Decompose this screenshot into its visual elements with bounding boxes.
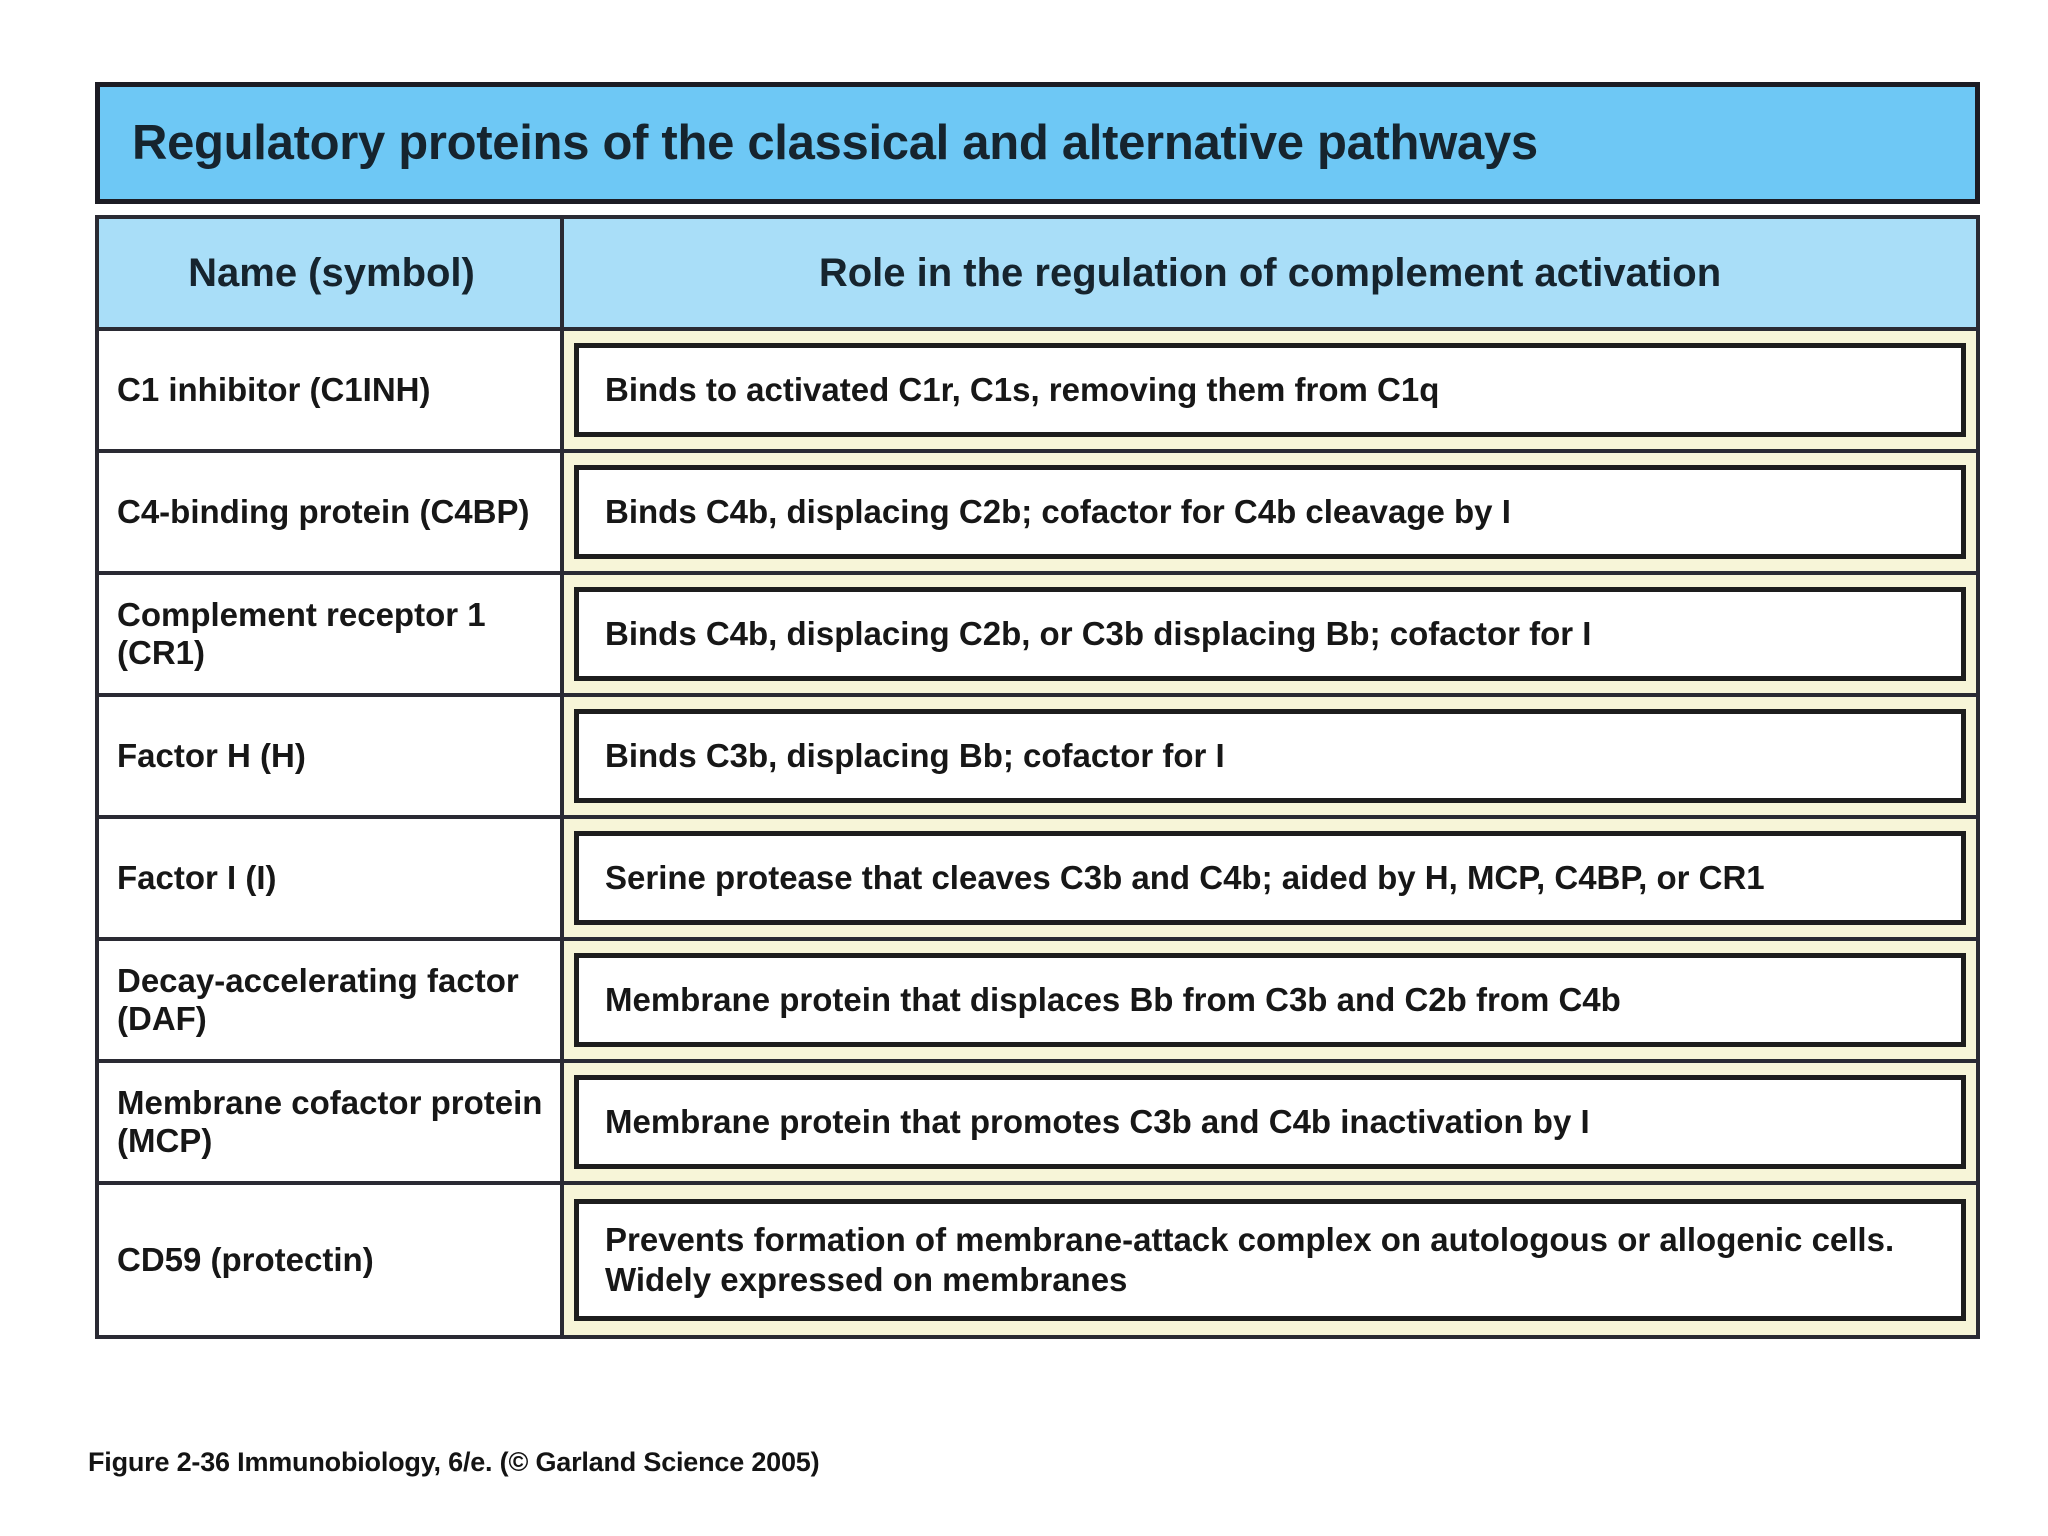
row-name-cell: CD59 (protectin)	[99, 1185, 564, 1335]
column-header-name: Name (symbol)	[188, 250, 475, 295]
table-header-row: Name (symbol) Role in the regulation of …	[99, 219, 1976, 331]
protein-role: Membrane protein that promotes C3b and C…	[605, 1102, 1590, 1140]
regulatory-proteins-table: Name (symbol) Role in the regulation of …	[95, 215, 1980, 1339]
role-box: Binds to activated C1r, C1s, removing th…	[574, 343, 1966, 437]
table-row: Decay-accelerating factor (DAF) Membrane…	[99, 941, 1976, 1063]
protein-name: Membrane cofactor protein (MCP)	[117, 1084, 543, 1159]
protein-role: Binds C4b, displacing C2b, or C3b displa…	[605, 614, 1592, 652]
protein-role: Serine protease that cleaves C3b and C4b…	[605, 858, 1765, 896]
row-role-cell: Binds C4b, displacing C2b; cofactor for …	[564, 453, 1976, 571]
figure-title-bar: Regulatory proteins of the classical and…	[95, 82, 1980, 204]
protein-name: C4-binding protein (C4BP)	[117, 493, 530, 531]
table-row: C1 inhibitor (C1INH) Binds to activated …	[99, 331, 1976, 453]
table-row: C4-binding protein (C4BP) Binds C4b, dis…	[99, 453, 1976, 575]
table-row: Factor H (H) Binds C3b, displacing Bb; c…	[99, 697, 1976, 819]
table-row: Membrane cofactor protein (MCP) Membrane…	[99, 1063, 1976, 1185]
protein-name: Complement receptor 1 (CR1)	[117, 596, 486, 671]
row-role-cell: Membrane protein that displaces Bb from …	[564, 941, 1976, 1059]
role-box: Membrane protein that promotes C3b and C…	[574, 1075, 1966, 1169]
protein-name: Decay-accelerating factor (DAF)	[117, 962, 519, 1037]
table-row: CD59 (protectin) Prevents formation of m…	[99, 1185, 1976, 1335]
role-box: Membrane protein that displaces Bb from …	[574, 953, 1966, 1047]
protein-role: Prevents formation of membrane-attack co…	[605, 1220, 1895, 1298]
column-header-role: Role in the regulation of complement act…	[818, 250, 1722, 295]
row-role-cell: Binds C3b, displacing Bb; cofactor for I	[564, 697, 1976, 815]
row-role-cell: Serine protease that cleaves C3b and C4b…	[564, 819, 1976, 937]
protein-name: Factor H (H)	[117, 737, 306, 775]
row-name-cell: Membrane cofactor protein (MCP)	[99, 1063, 564, 1181]
role-box: Binds C4b, displacing C2b, or C3b displa…	[574, 587, 1966, 681]
protein-name: C1 inhibitor (C1INH)	[117, 371, 431, 409]
column-header-name-cell: Name (symbol)	[99, 219, 564, 327]
row-name-cell: C1 inhibitor (C1INH)	[99, 331, 564, 449]
role-box: Prevents formation of membrane-attack co…	[574, 1199, 1966, 1321]
protein-role: Binds to activated C1r, C1s, removing th…	[605, 370, 1440, 408]
row-name-cell: C4-binding protein (C4BP)	[99, 453, 564, 571]
protein-role: Membrane protein that displaces Bb from …	[605, 980, 1621, 1018]
row-name-cell: Factor I (I)	[99, 819, 564, 937]
row-role-cell: Prevents formation of membrane-attack co…	[564, 1185, 1976, 1335]
figure-title: Regulatory proteins of the classical and…	[132, 116, 1538, 170]
protein-name: CD59 (protectin)	[117, 1241, 374, 1279]
row-role-cell: Binds to activated C1r, C1s, removing th…	[564, 331, 1976, 449]
figure-caption: Figure 2-36 Immunobiology, 6/e. (© Garla…	[88, 1447, 820, 1477]
table-row: Complement receptor 1 (CR1) Binds C4b, d…	[99, 575, 1976, 697]
row-name-cell: Factor H (H)	[99, 697, 564, 815]
column-header-role-cell: Role in the regulation of complement act…	[564, 219, 1976, 327]
role-box: Binds C4b, displacing C2b; cofactor for …	[574, 465, 1966, 559]
row-role-cell: Binds C4b, displacing C2b, or C3b displa…	[564, 575, 1976, 693]
row-role-cell: Membrane protein that promotes C3b and C…	[564, 1063, 1976, 1181]
protein-role: Binds C4b, displacing C2b; cofactor for …	[605, 492, 1511, 530]
row-name-cell: Complement receptor 1 (CR1)	[99, 575, 564, 693]
row-name-cell: Decay-accelerating factor (DAF)	[99, 941, 564, 1059]
protein-role: Binds C3b, displacing Bb; cofactor for I	[605, 736, 1225, 774]
role-box: Binds C3b, displacing Bb; cofactor for I	[574, 709, 1966, 803]
role-box: Serine protease that cleaves C3b and C4b…	[574, 831, 1966, 925]
protein-name: Factor I (I)	[117, 859, 277, 897]
table-row: Factor I (I) Serine protease that cleave…	[99, 819, 1976, 941]
